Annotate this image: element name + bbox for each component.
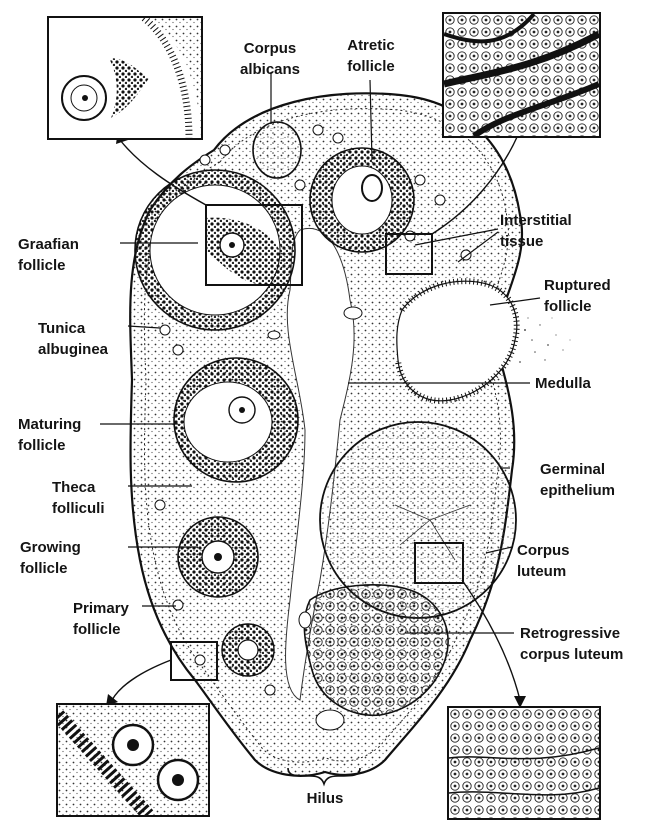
inset-primary-follicle-detail — [56, 703, 210, 817]
inset-graafian-follicle-detail — [47, 16, 203, 140]
inset-interstitial-tissue-detail — [442, 12, 601, 138]
label-medulla: Medulla — [535, 373, 591, 394]
arrow-to-bottom-left-inset — [112, 660, 171, 700]
ruptured-spray — [519, 317, 570, 363]
corpus-albicans-body — [253, 122, 301, 178]
inset-corpus-luteum-detail — [447, 706, 601, 820]
label-hilus: Hilus — [295, 788, 355, 809]
